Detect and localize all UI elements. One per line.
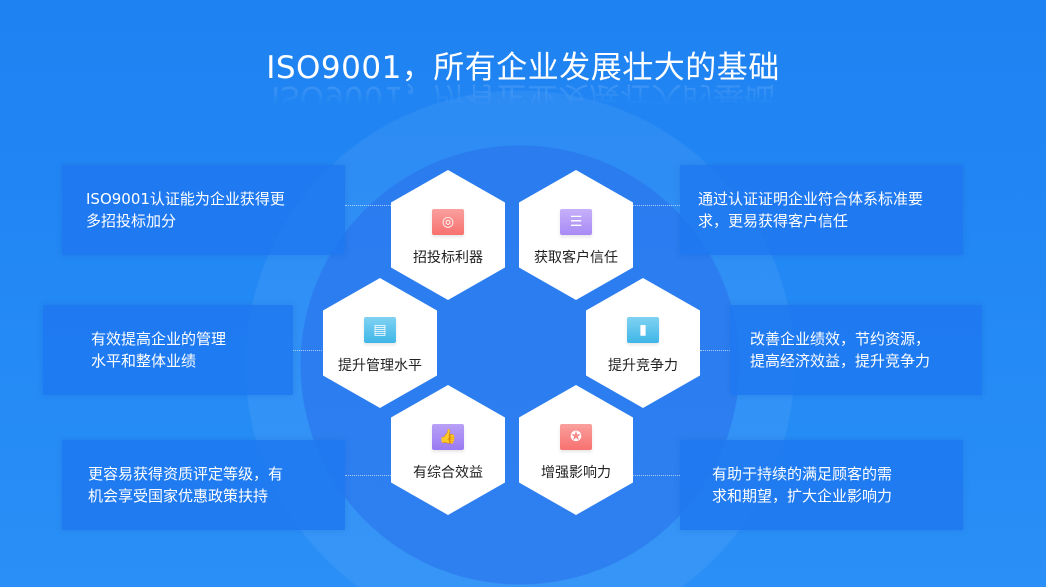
connector-line xyxy=(345,205,395,206)
connector-line xyxy=(700,350,730,351)
benefit-box-right-3: 有助于持续的满足顾客的需求和期望，扩大企业影响力 xyxy=(680,440,963,530)
connector-line xyxy=(632,475,680,476)
hex-label: 提升竞争力 xyxy=(608,358,678,374)
benefit-box-left-3: 更容易获得资质评定等级，有机会享受国家优惠政策扶持 xyxy=(62,440,345,530)
benefit-text: 求，更易获得客户信任 xyxy=(698,212,849,230)
benefit-text: 多招投标加分 xyxy=(86,212,177,230)
hex-label: 获取客户信任 xyxy=(534,250,618,266)
benefit-text: 有效提高企业的管理 xyxy=(91,330,227,348)
medal-icon: ✪ xyxy=(560,424,592,450)
target-icon: ◎ xyxy=(432,209,464,235)
benefit-text: 机会享受国家优惠政策扶持 xyxy=(88,487,269,505)
page-title-reflection: ISO9001，所有企业发展壮大的基础 xyxy=(270,79,776,115)
hex-label: 有综合效益 xyxy=(413,465,483,481)
benefit-box-right-1: 通过认证证明企业符合体系标准要求，更易获得客户信任 xyxy=(680,165,963,255)
connector-line xyxy=(293,350,328,351)
hex-label: 增强影响力 xyxy=(541,465,611,481)
benefit-text: 改善企业绩效，节约资源， xyxy=(750,330,931,348)
connector-line xyxy=(632,205,680,206)
connector-line xyxy=(345,475,395,476)
benefit-text: 水平和整体业绩 xyxy=(91,352,197,370)
page-title: ISO9001，所有企业发展壮大的基础 xyxy=(266,50,780,86)
document-gear-icon: ▤ xyxy=(364,317,396,343)
hex-label: 招投标利器 xyxy=(413,250,483,266)
benefit-text: 求和期望，扩大企业影响力 xyxy=(712,487,893,505)
benefit-text: 通过认证证明企业符合体系标准要 xyxy=(698,190,924,208)
benefit-text: 有助于持续的满足顾客的需 xyxy=(712,465,893,483)
benefit-box-left-1: ISO9001认证能为企业获得更多招投标加分 xyxy=(62,165,345,255)
id-card-icon: ☰ xyxy=(560,209,592,235)
benefit-box-left-2: 有效提高企业的管理水平和整体业绩 xyxy=(43,305,293,395)
benefit-text: ISO9001认证能为企业获得更 xyxy=(86,190,285,208)
benefit-text: 提高经济效益，提升竞争力 xyxy=(750,352,931,370)
benefit-text: 更容易获得资质评定等级，有 xyxy=(88,465,284,483)
hex-label: 提升管理水平 xyxy=(338,358,422,374)
benefit-box-right-2: 改善企业绩效，节约资源， 提高经济效益，提升竞争力 xyxy=(730,305,982,395)
bar-chart-icon: ▮ xyxy=(627,317,659,343)
thumbs-up-icon: 👍 xyxy=(432,424,464,450)
